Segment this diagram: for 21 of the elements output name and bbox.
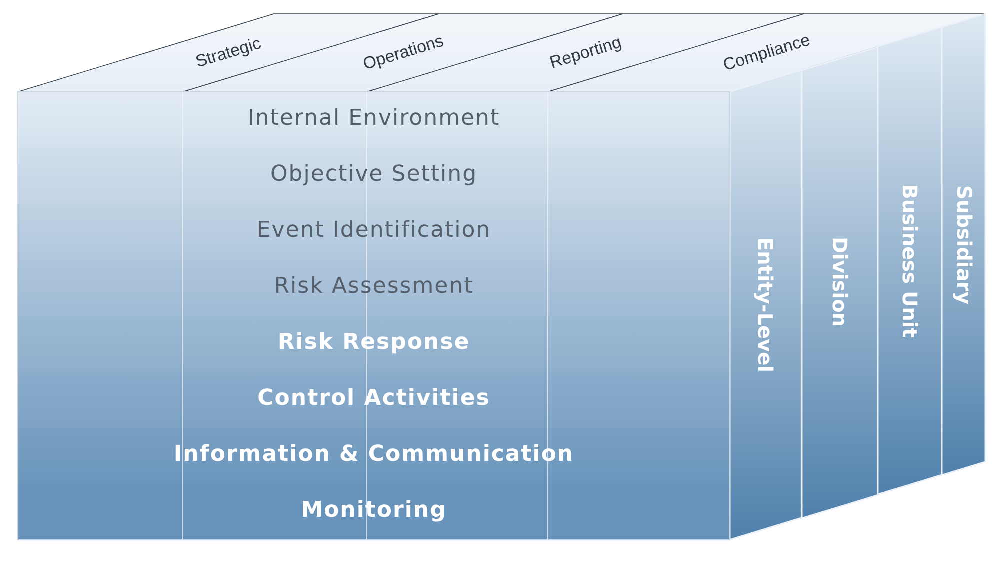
unit-label: Business Unit: [898, 184, 922, 338]
component-layer: [18, 484, 730, 540]
component-layer: [18, 316, 730, 372]
unit-label: Division: [828, 237, 852, 328]
layer-label: Objective Setting: [269, 162, 479, 187]
component-layer: [18, 148, 730, 204]
objective-band: [183, 14, 623, 92]
unit-column: [730, 70, 802, 540]
objective-label: Strategic: [192, 32, 264, 74]
objective-band: [548, 14, 986, 92]
component-layer: [18, 372, 730, 428]
component-layer: [18, 204, 730, 260]
unit-label: Subsidiary: [952, 184, 976, 304]
unit-column: [942, 14, 986, 476]
component-layer: [18, 92, 730, 148]
component-layer: [18, 260, 730, 316]
layer-label: Event Identification: [256, 218, 492, 243]
layer-label: Risk Assessment: [273, 274, 475, 299]
unit-label: Entity-Level: [754, 238, 778, 373]
layer-label: Internal Environment: [246, 106, 502, 131]
unit-column: [878, 27, 942, 495]
